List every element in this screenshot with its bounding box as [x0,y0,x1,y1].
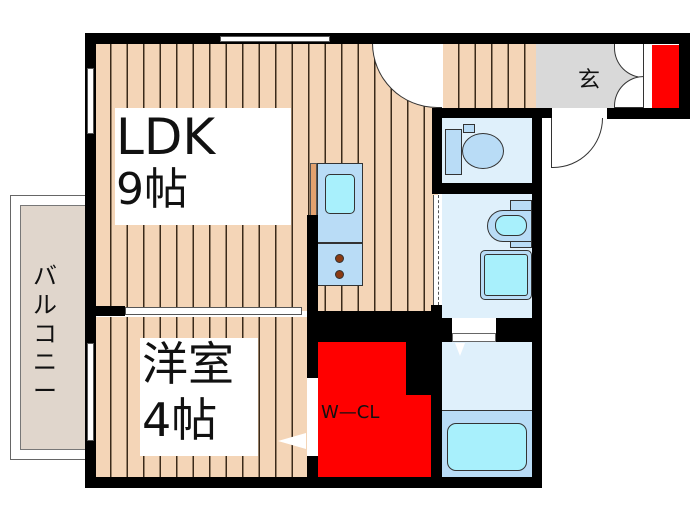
wall-toilet-left [432,108,442,193]
bathtub [447,423,527,471]
wall-top [85,33,680,44]
kitchen-counter-edge [310,163,317,221]
wall-bath-top [496,318,542,342]
toilet-lid [463,124,475,133]
balcony-label: バ ル コ ニ ー [30,262,60,422]
wall-closet-notch [406,342,432,395]
balcony-char: バ [33,262,57,290]
wall-hall-bottom [432,108,552,118]
wall-left [85,33,96,488]
balcony-char: ニ [33,348,57,377]
ldk-name: LDK [116,108,216,166]
washbasin-bowl [495,215,527,236]
balcony-char: ー [33,377,57,406]
window-top[interactable] [220,36,330,42]
balcony-char: ル [33,290,57,319]
ldk-label-box [115,108,291,225]
hall-floor [443,43,538,108]
shoe-cabinet [652,45,679,108]
ldk-western-sliding-door[interactable] [125,307,302,315]
balcony-floor [20,205,88,450]
wall-entrance-bottom [607,108,690,119]
stove-burner-icon [335,254,344,263]
bathroom-door[interactable] [452,333,496,342]
washroom-sliding-door[interactable] [433,195,439,305]
washing-machine-pan-inner [484,254,528,296]
ldk-size: 9帖 [116,164,188,215]
wall-ldk-bottom-right [307,311,442,342]
bathroom-door-arrow-icon [455,343,465,356]
western-room-label-box [140,338,258,456]
wcl-label: W—CL [321,402,380,423]
toilet-tank [445,129,462,175]
wall-closet-left [307,342,318,378]
wall-closet-left-lower [307,456,318,488]
entrance-label: 玄 [578,68,601,93]
wall-kitchen [307,215,318,315]
western-room-name: 洋室 [142,337,234,391]
stove-burner-icon [335,270,344,279]
balcony-char: コ [33,319,57,348]
window-western-left[interactable] [87,343,94,441]
kitchen-stove [317,243,363,286]
wall-toilet-bottom [432,183,542,194]
western-room-size: 4帖 [142,393,218,447]
wall-western-top-left [85,306,125,316]
closet-door-arrow-icon [278,433,306,449]
toilet-seat [462,133,504,169]
wall-right [532,108,542,488]
wall-wet-left [431,305,442,488]
wall-entrance-right [679,33,690,119]
exterior-door-swing[interactable] [551,118,603,168]
window-ldk-left[interactable] [87,68,94,134]
closet-door[interactable] [309,378,317,456]
kitchen-sink [325,174,355,214]
